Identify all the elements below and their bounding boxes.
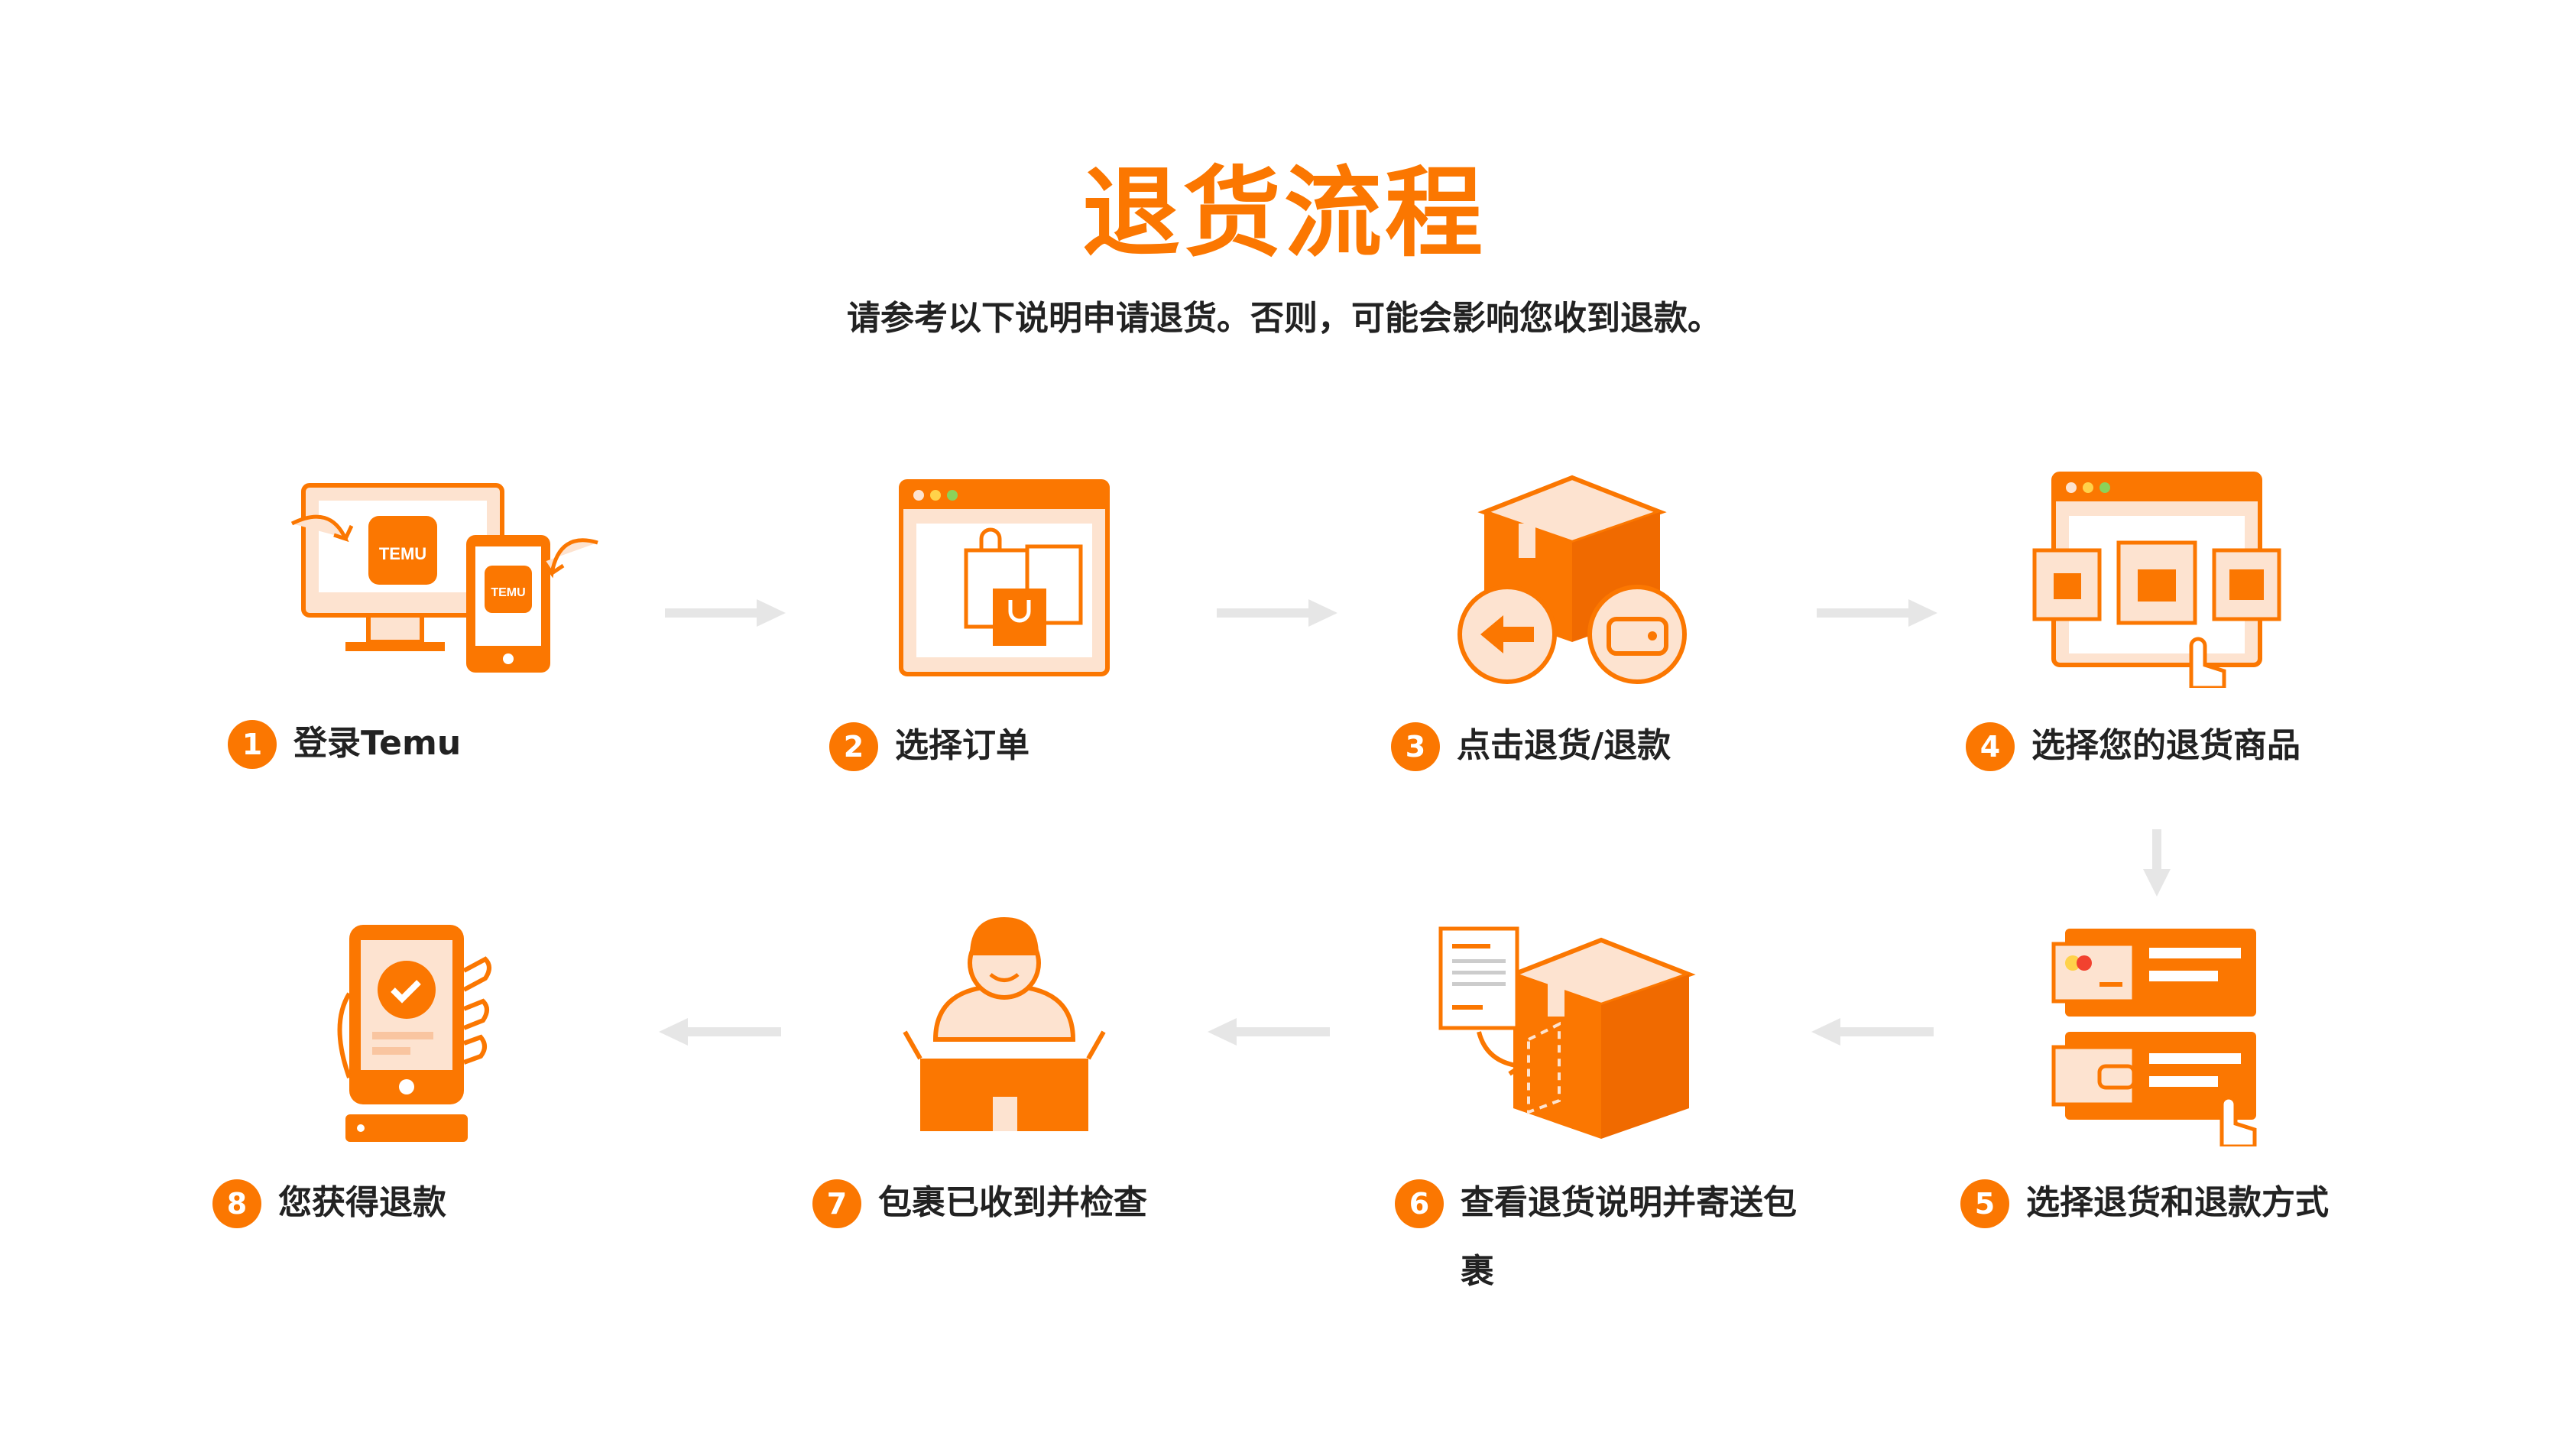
- step-number-badge: 6: [1395, 1179, 1444, 1228]
- person-inspecting-box-icon: [844, 910, 1165, 1139]
- step-number-badge: 8: [212, 1179, 261, 1228]
- payment-cards-icon: [1992, 917, 2313, 1149]
- step-label: 登录Temu: [293, 724, 462, 763]
- phone-check-icon: [246, 917, 567, 1146]
- arrow-left-icon: [659, 1018, 781, 1046]
- page-subtitle: 请参考以下说明申请退货。否则，可能会影响您收到退款。: [847, 299, 1721, 338]
- step-label: 选择订单: [895, 726, 1029, 765]
- step-number-badge: 2: [829, 722, 878, 771]
- arrow-left-icon: [1811, 1018, 1934, 1046]
- step-3: 3 点击退货/退款: [1391, 722, 1671, 780]
- step-1: 1 登录Temu: [228, 720, 461, 778]
- step-number-badge: 7: [812, 1179, 861, 1228]
- step-7: 7 包裹已收到并检查: [812, 1179, 1147, 1237]
- arrow-right-icon: [1817, 599, 1937, 627]
- arrow-right-icon: [1217, 599, 1338, 627]
- step-4: 4 选择您的退货商品: [1966, 722, 2300, 780]
- step-8: 8 您获得退款: [212, 1179, 446, 1237]
- step-label: 查看退货说明并寄送包裹: [1461, 1183, 1797, 1291]
- step-2: 2 选择订单: [829, 722, 1029, 780]
- devices-login-icon: TEMU TEMU: [284, 459, 605, 688]
- step-label: 点击退货/退款: [1457, 726, 1671, 765]
- svg-text:TEMU: TEMU: [491, 586, 525, 599]
- step-6: 6 查看退货说明并寄送包裹: [1395, 1179, 1823, 1306]
- step-label: 包裹已收到并检查: [878, 1183, 1147, 1222]
- svg-text:TEMU: TEMU: [379, 544, 426, 563]
- arrow-down-icon: [2143, 829, 2171, 897]
- arrow-left-icon: [1208, 1018, 1330, 1046]
- step-number-badge: 5: [1960, 1179, 2009, 1228]
- step-label: 您获得退款: [278, 1183, 446, 1222]
- page-title: 退货流程: [1081, 157, 1486, 271]
- step-label: 选择您的退货商品: [2031, 726, 2300, 765]
- browser-shopping-bags-icon: [844, 459, 1165, 688]
- document-package-icon: [1395, 917, 1716, 1146]
- box-return-refund-icon: [1412, 459, 1733, 688]
- step-number-badge: 4: [1966, 722, 2015, 771]
- arrow-right-icon: [665, 599, 786, 627]
- browser-select-items-icon: [1996, 459, 2317, 690]
- step-number-badge: 3: [1391, 722, 1440, 771]
- step-label: 选择退货和退款方式: [2026, 1183, 2329, 1222]
- step-5: 5 选择退货和退款方式: [1960, 1179, 2329, 1237]
- step-number-badge: 1: [228, 720, 277, 769]
